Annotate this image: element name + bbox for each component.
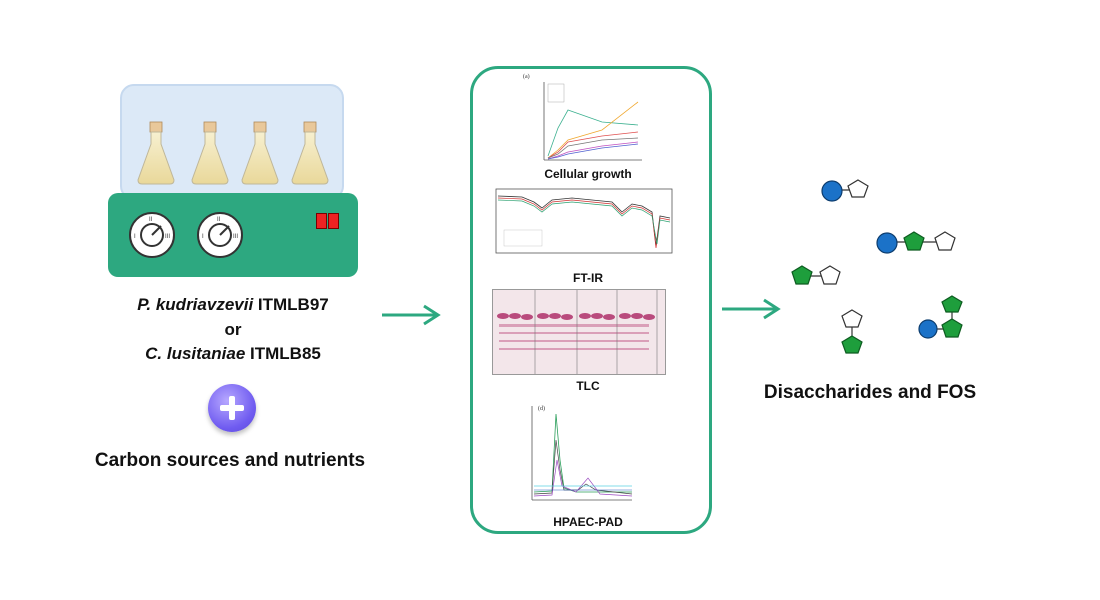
products-label: Disaccharides and FOS: [763, 382, 977, 403]
svg-text:III: III: [233, 234, 238, 240]
svg-text:II: II: [149, 217, 153, 223]
svg-text:I: I: [202, 234, 204, 240]
hpaec-chart: (d): [531, 405, 633, 501]
growth-chart: (a): [523, 73, 642, 161]
ftir-chart: [495, 188, 673, 254]
disaccharide-2: [791, 265, 841, 285]
arrow-icon: [722, 298, 781, 320]
svg-text:III: III: [165, 234, 170, 240]
fructose-pentagon-icon: [903, 231, 925, 251]
organism-line-2: C. lusitaniae ITMLB85: [145, 344, 321, 363]
speed-knob[interactable]: II I III: [128, 211, 176, 259]
magnetic-stirrer-icon: II I III II I III: [108, 193, 358, 277]
glucose-circle-icon: [918, 319, 938, 339]
plus-icon: [208, 384, 256, 432]
ftir-label: FT-IR: [573, 271, 603, 285]
fructose-pentagon-icon: [847, 179, 869, 198]
fructose-pentagon-icon: [791, 265, 813, 285]
flask-icon: [137, 121, 175, 185]
carbon-sources-label: Carbon sources and nutrients: [94, 450, 366, 471]
flask-icon: [191, 121, 229, 185]
tlc-plate: [492, 289, 666, 375]
fos-2: [918, 295, 963, 339]
growth-tag: (a): [523, 73, 530, 80]
saccharide-structures: [791, 179, 963, 354]
fos-1: [876, 231, 956, 254]
fructose-pentagon-icon: [841, 335, 863, 354]
organism-line-1: P. kudriavzevii ITMLB97: [137, 295, 329, 314]
fructose-pentagon-icon: [941, 295, 963, 313]
fructose-pentagon-icon: [934, 231, 956, 251]
hpaec-tag: (d): [538, 405, 545, 412]
flask-icon: [291, 121, 329, 185]
organism-connector: or: [224, 320, 242, 339]
fructose-pentagon-icon: [819, 265, 841, 285]
glucose-circle-icon: [821, 180, 843, 202]
disaccharide-3: [841, 309, 863, 354]
tlc-label: TLC: [576, 379, 600, 393]
svg-text:II: II: [217, 217, 221, 223]
growth-label: Cellular growth: [544, 167, 632, 181]
flask-icon: [241, 121, 279, 185]
power-switch-2[interactable]: [328, 213, 339, 229]
power-switch-1[interactable]: [316, 213, 327, 229]
flasks-group: [137, 121, 329, 185]
fructose-pentagon-icon: [841, 309, 863, 328]
disaccharide-1: [821, 179, 869, 202]
svg-text:I: I: [134, 234, 136, 240]
hpaec-label: HPAEC-PAD: [553, 515, 623, 529]
arrow-icon: [382, 304, 441, 326]
fructose-pentagon-icon: [941, 318, 963, 338]
heat-knob[interactable]: II I III: [196, 211, 244, 259]
glucose-circle-icon: [876, 232, 898, 254]
